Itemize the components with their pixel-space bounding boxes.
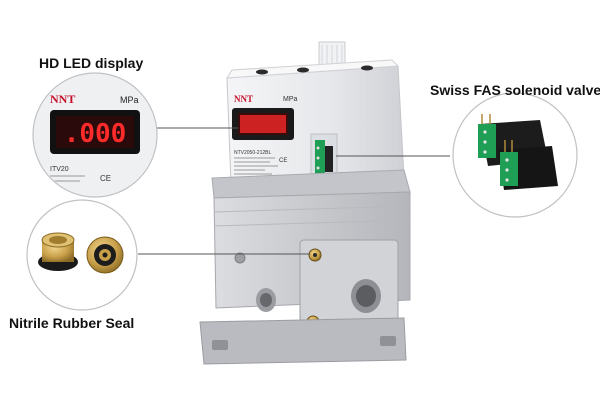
- zoom-model: ITV20: [50, 166, 69, 173]
- solenoid-valve-icon: [478, 114, 558, 190]
- brass-seal-left-icon: [38, 232, 78, 271]
- seal-callout: [26, 199, 310, 311]
- zoom-brand: NNT: [50, 92, 75, 106]
- device-led-display: [232, 108, 294, 140]
- valve-body: [213, 191, 411, 329]
- svg-text:CE: CE: [100, 174, 111, 183]
- spec-label-plate: NTV2050-212BL CE: [234, 150, 287, 175]
- valve-callout-label: Swiss FAS solenoid valve: [430, 82, 600, 98]
- led-reading: .000: [64, 119, 127, 149]
- device-model: NTV2050-212BL: [234, 150, 271, 156]
- device-brand: NNT: [234, 94, 253, 104]
- base-plate: [199, 317, 407, 365]
- solenoid-callout: [336, 92, 578, 218]
- regulator-device: NNT MPa NTV2050-212BL CE: [199, 41, 411, 365]
- brass-seal-right-icon: [86, 236, 124, 274]
- display-callout-label: HD LED display: [39, 55, 144, 71]
- seal-callout-label: Nitrile Rubber Seal: [9, 315, 135, 331]
- display-callout: NNT MPa .000 ITV20 CE: [32, 72, 238, 198]
- zoom-unit: MPa: [120, 95, 139, 105]
- device-unit: MPa: [283, 96, 298, 103]
- svg-text:CE: CE: [279, 158, 287, 164]
- head-cover: [226, 59, 405, 185]
